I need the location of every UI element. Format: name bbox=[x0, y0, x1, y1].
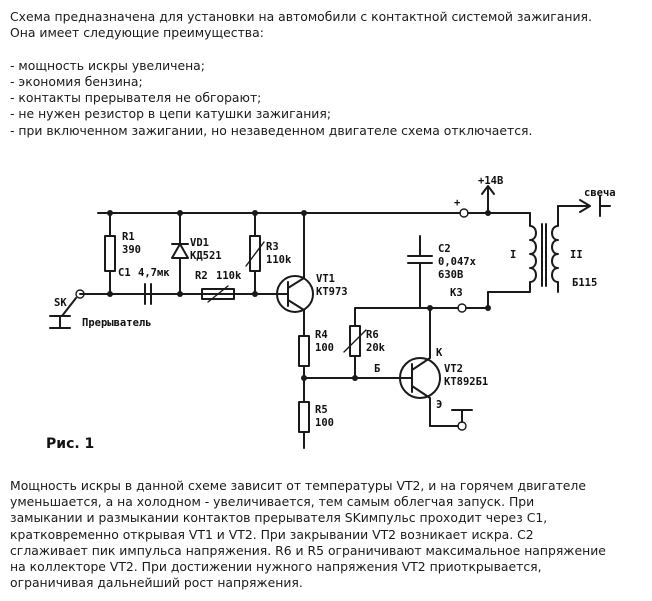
node-dot bbox=[252, 210, 258, 216]
list-item: - экономия бензина; bbox=[10, 73, 143, 89]
description-line: на коллекторе VT2. При достижении нужног… bbox=[10, 559, 542, 575]
vd1-label: VD1 bbox=[190, 237, 209, 249]
list-item: - при включенном зажигании, но незаведен… bbox=[10, 122, 533, 138]
vt1-value: КТ973 bbox=[316, 286, 348, 298]
supply-label: +14В bbox=[478, 175, 503, 187]
sk-label: SK bbox=[54, 297, 67, 309]
vt1-label: VT1 bbox=[316, 273, 335, 285]
description-line: уменьшается, а на холодном - увеличивает… bbox=[10, 494, 535, 510]
r6-label: R6 bbox=[366, 329, 379, 341]
node-dot bbox=[177, 210, 183, 216]
r1-value: 390 bbox=[122, 244, 141, 256]
node-dot bbox=[107, 210, 113, 216]
ignition-coil-secondary bbox=[551, 205, 559, 293]
r2-adjust-arrow bbox=[207, 285, 229, 303]
spark-plug-label: свеча bbox=[584, 187, 616, 199]
supply-arrow bbox=[481, 185, 495, 214]
list-item: - не нужен резистор в цепи катушки зажиг… bbox=[10, 106, 331, 122]
c2-voltage: 630В bbox=[438, 269, 463, 281]
r5-resistor bbox=[298, 401, 310, 433]
advantages-list: - мощность искры увеличена; - экономия б… bbox=[10, 58, 646, 139]
r5-value: 100 bbox=[315, 417, 334, 429]
c2-value: 0,047х bbox=[438, 256, 477, 268]
list-item: - контакты прерывателя не обгорают; bbox=[10, 90, 262, 106]
node-dot bbox=[485, 305, 491, 311]
intro-text: Схема предназначена для установки на авт… bbox=[10, 9, 646, 139]
r2-resistor bbox=[201, 288, 235, 300]
r6-adjust-arrow bbox=[343, 329, 367, 353]
r6-value: 20k bbox=[366, 342, 386, 354]
r6-wire bbox=[354, 307, 431, 379]
circuit-schematic: R1 390 C1 4,7мк VD1 КД521 R2 110k R3 110… bbox=[10, 166, 646, 466]
description-line: замыкании и размыкании контактов прерыва… bbox=[10, 510, 548, 526]
coil-model-label: Б115 bbox=[572, 277, 597, 289]
node-dot bbox=[177, 291, 183, 297]
r2-value: 110k bbox=[216, 270, 242, 282]
vt2-value: КТ892Б1 bbox=[444, 376, 488, 388]
plus-terminal bbox=[459, 208, 469, 218]
r4-label: R4 bbox=[315, 329, 328, 341]
r4-value: 100 bbox=[315, 342, 334, 354]
r3-label: R3 bbox=[266, 241, 279, 253]
vt1-leads bbox=[264, 212, 305, 337]
node-dot bbox=[485, 210, 491, 216]
breaker-terminal bbox=[75, 289, 85, 299]
r3-value: 110k bbox=[266, 254, 292, 266]
c1-value: 4,7мк bbox=[138, 267, 170, 279]
c1-label: C1 bbox=[118, 267, 131, 279]
c2-capacitor bbox=[407, 235, 433, 309]
k3-terminal bbox=[457, 303, 467, 313]
r5-label: R5 bbox=[315, 404, 328, 416]
r1-label: R1 bbox=[122, 231, 135, 243]
description-line: Мощность искры в данной схеме зависит от… bbox=[10, 478, 586, 493]
spark-lead bbox=[557, 199, 591, 213]
plus-label: + bbox=[454, 197, 460, 209]
r2-label: R2 bbox=[195, 270, 208, 282]
r3-resistor bbox=[249, 235, 261, 272]
coil-secondary-label: II bbox=[570, 249, 583, 261]
spark-plug-symbol bbox=[599, 195, 611, 217]
figure-caption: Рис. 1 bbox=[46, 436, 94, 452]
intro-line-2: Она имеет следующие преимущества: bbox=[10, 25, 264, 41]
c1-capacitor bbox=[144, 283, 152, 305]
c2-label: C2 bbox=[438, 243, 451, 255]
ignition-coil-primary bbox=[487, 212, 537, 293]
ground-terminal bbox=[457, 421, 467, 431]
node-dot bbox=[352, 375, 358, 381]
collector-label: К bbox=[436, 347, 443, 359]
emitter-label: Э bbox=[436, 399, 442, 411]
breaker-label: Прерыватель bbox=[82, 317, 152, 329]
vt2-transistor bbox=[399, 357, 441, 399]
r3-adjust-arrow bbox=[245, 241, 265, 267]
description-text: Мощность искры в данной схеме зависит от… bbox=[10, 478, 646, 591]
vt2-leads bbox=[401, 307, 431, 427]
node-dot bbox=[301, 210, 307, 216]
description-line: кратковременно открывая VT1 и VT2. При з… bbox=[10, 526, 534, 542]
base-label: Б bbox=[374, 363, 380, 375]
schematic-drawing: R1 390 C1 4,7мк VD1 КД521 R2 110k R3 110… bbox=[46, 175, 616, 452]
k3-label: К3 bbox=[450, 287, 463, 299]
node-dot bbox=[252, 291, 258, 297]
coil-core bbox=[541, 223, 547, 287]
description-line: ограничивая дальнейший рост напряжения. bbox=[10, 575, 303, 591]
r4-resistor bbox=[298, 335, 310, 367]
description-line: сглаживает пик импульса напряжения. R6 и… bbox=[10, 542, 606, 558]
list-item: - мощность искры увеличена; bbox=[10, 57, 205, 73]
coil-return-wire bbox=[465, 291, 489, 309]
r6-resistor bbox=[349, 325, 361, 357]
vt2-label: VT2 bbox=[444, 363, 463, 375]
intro-line-1: Схема предназначена для установки на авт… bbox=[10, 9, 592, 24]
node-dot bbox=[107, 291, 113, 297]
r1-resistor bbox=[104, 235, 116, 272]
vd1-diode bbox=[171, 212, 189, 295]
ground-symbol bbox=[451, 409, 473, 423]
breaker-switch bbox=[49, 297, 77, 329]
coil-primary-label: I bbox=[510, 249, 516, 261]
vd1-value: КД521 bbox=[190, 250, 222, 262]
